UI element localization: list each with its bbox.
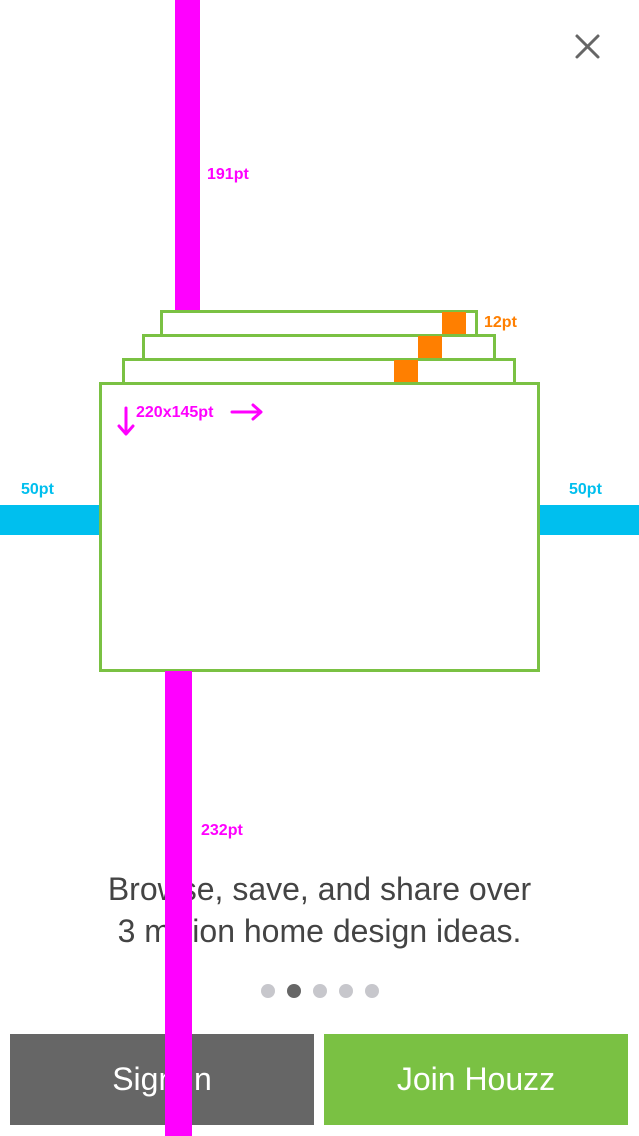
right-margin-guide <box>540 505 639 535</box>
page-dot[interactable] <box>338 984 353 998</box>
offset-marker <box>442 312 466 334</box>
bottom-spacing-guide <box>165 671 192 1136</box>
card-size-label: 220x145pt <box>136 404 214 421</box>
close-button[interactable] <box>566 26 610 70</box>
top-spacing-label: 191pt <box>207 166 249 183</box>
tagline: Browse, save, and share over 3 million h… <box>0 868 639 952</box>
close-icon <box>575 34 600 59</box>
page-dot[interactable] <box>260 984 275 998</box>
offset-marker <box>418 336 442 358</box>
left-margin-label: 50pt <box>21 481 54 498</box>
stack-offset-label: 12pt <box>484 314 517 331</box>
join-houzz-button[interactable]: Join Houzz <box>324 1034 628 1125</box>
arrow-right-icon <box>230 401 264 423</box>
sign-in-button[interactable]: Sign In <box>10 1034 314 1125</box>
left-margin-guide <box>0 505 99 535</box>
page-indicator <box>0 984 639 1000</box>
right-margin-label: 50pt <box>569 481 602 498</box>
bottom-spacing-label: 232pt <box>201 822 243 839</box>
arrow-down-icon <box>115 406 137 438</box>
page-dot[interactable] <box>312 984 327 998</box>
offset-marker <box>394 360 418 382</box>
tagline-line-1: Browse, save, and share over <box>107 871 532 907</box>
main-card <box>99 382 540 672</box>
page-dot[interactable] <box>364 984 379 998</box>
tagline-line-2: 3 million home design ideas. <box>117 913 522 949</box>
page-dot[interactable] <box>286 984 301 998</box>
